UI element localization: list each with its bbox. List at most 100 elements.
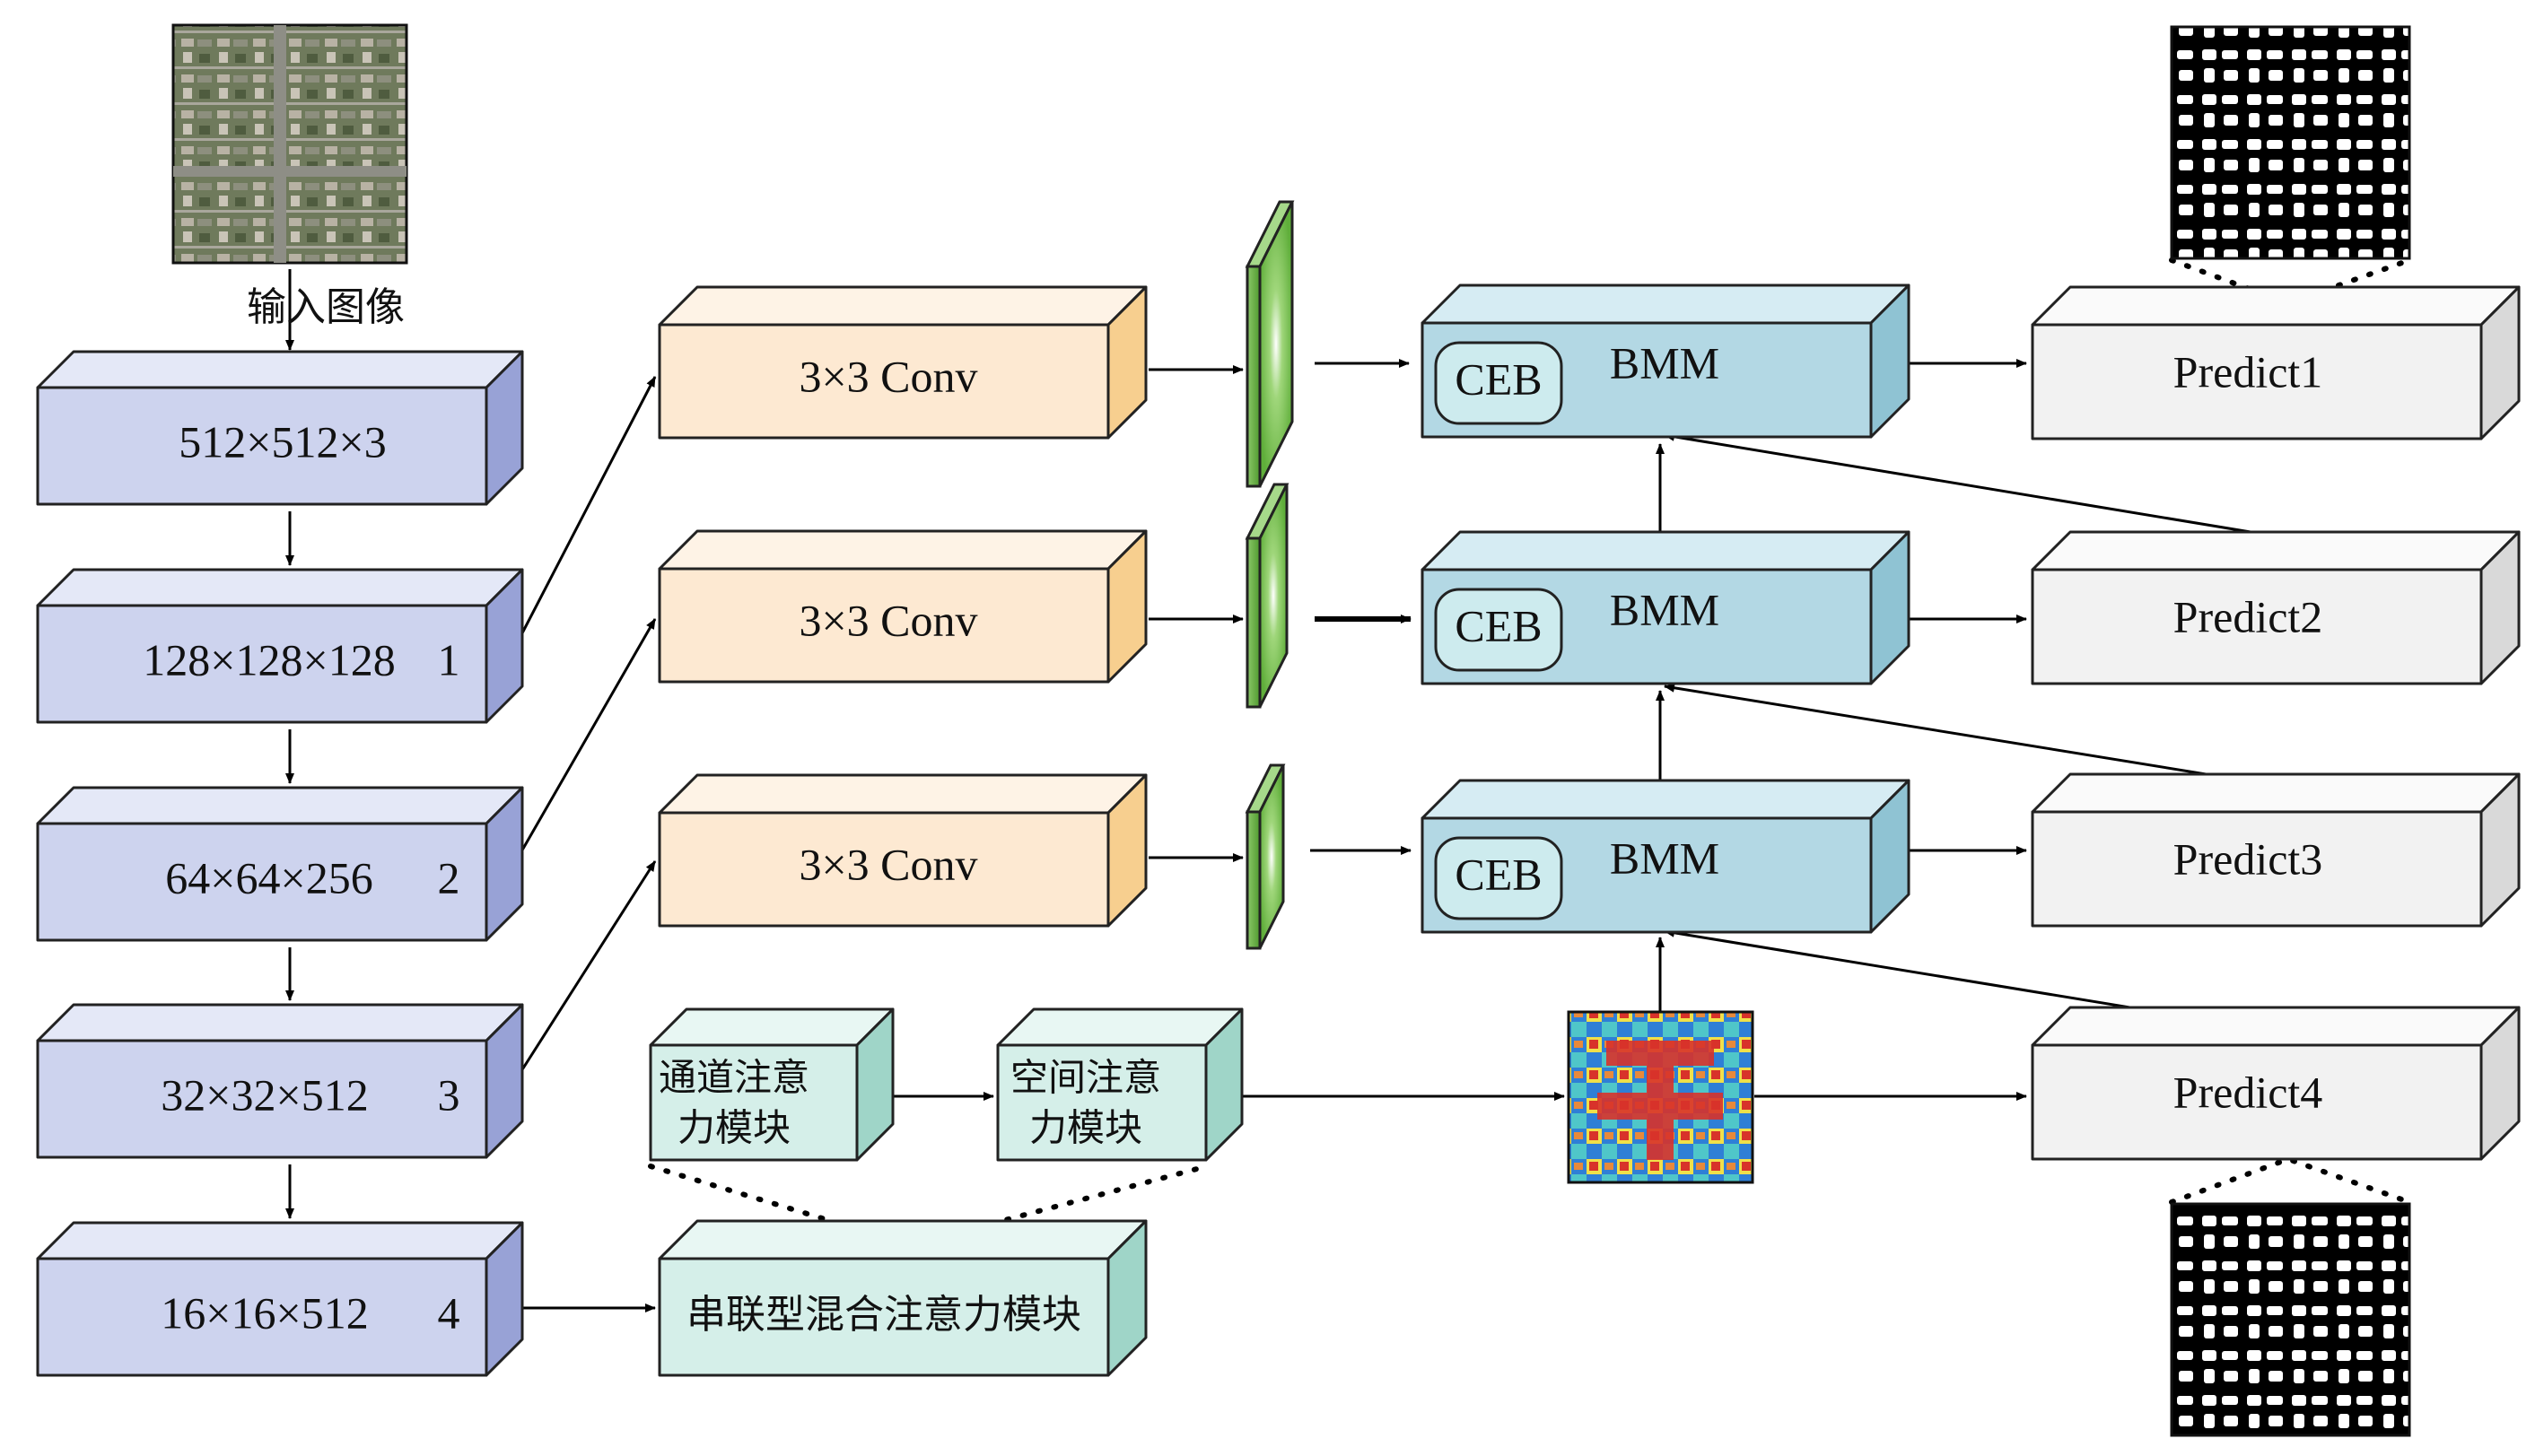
encoder-stage-0-top xyxy=(36,350,524,389)
predict-block-1-front xyxy=(2031,323,2483,440)
bmm-block-1-ceb-label: CEB xyxy=(1455,353,1542,404)
predict-block-1 xyxy=(2031,285,2521,440)
encoder-stage-0-front xyxy=(36,386,488,506)
input-image-road xyxy=(274,25,286,263)
encoder-stage-1-dims: 128×128×128 xyxy=(143,634,395,684)
bmm-block-2-label: BMM xyxy=(1610,584,1719,634)
conv-block-3-label: 3×3 Conv xyxy=(799,839,977,889)
predict-block-3 xyxy=(2031,772,2521,928)
hybrid-attention-label: 串联型混合注意力模块 xyxy=(686,1292,1081,1338)
conv-block-2-label: 3×3 Conv xyxy=(799,595,977,645)
feature-map-2 xyxy=(1245,483,1289,709)
arrow-predict2-to-bmm1 xyxy=(1664,432,2262,536)
conv-block-1-label: 3×3 Conv xyxy=(799,351,977,401)
bmm-block-1-label: BMM xyxy=(1610,337,1719,388)
arrow-stage2-to-conv2 xyxy=(511,618,657,867)
encoder-stage-3-index: 3 xyxy=(438,1069,460,1120)
channel-attention-line2: 力模块 xyxy=(678,1106,791,1150)
bmm-block-3-ceb-label: CEB xyxy=(1455,849,1542,899)
encoder-stage-4-index: 4 xyxy=(438,1287,460,1338)
feature-map-3-edge xyxy=(1246,810,1262,950)
encoder-stage-2 xyxy=(36,786,524,942)
bmm-block-3-ceb xyxy=(1434,836,1563,920)
encoder-stage-4 xyxy=(36,1221,524,1377)
encoder-stage-1-index: 1 xyxy=(438,634,460,684)
encoder-stage-1-front xyxy=(36,604,488,724)
conv-block-3-front xyxy=(658,811,1110,928)
channel-attention-block-front xyxy=(649,1043,859,1162)
predict-block-3-front xyxy=(2031,810,2483,928)
hybrid-attention-block-top xyxy=(658,1219,1148,1260)
bmm-block-1-top xyxy=(1421,283,1910,325)
conv-block-3 xyxy=(658,773,1148,928)
encoder-stage-2-index: 2 xyxy=(438,852,460,902)
conv-block-2-top xyxy=(658,529,1148,571)
predict-block-2-label: Predict2 xyxy=(2173,591,2323,641)
encoder-stage-3-dims: 32×32×512 xyxy=(161,1069,368,1120)
input-image-label: 输入图像 xyxy=(247,284,405,330)
predict-block-4-front xyxy=(2031,1043,2483,1161)
channel-attention-block xyxy=(649,1007,895,1162)
bmm-block-2-top xyxy=(1421,530,1910,571)
input-image-road-h xyxy=(173,166,407,177)
predict1-mask-connector xyxy=(2169,257,2412,307)
encoder-stage-4-top xyxy=(36,1221,524,1260)
arrow-stage3-to-conv3 xyxy=(511,860,657,1085)
bmm-block-1-ceb xyxy=(1434,341,1563,425)
spatial-attention-line2: 力模块 xyxy=(1029,1106,1142,1150)
predict-block-4-top xyxy=(2031,1006,2521,1047)
spatial-attention-block xyxy=(996,1007,1244,1162)
predict-block-3-top xyxy=(2031,772,2521,814)
spatial-attention-block-top xyxy=(996,1007,1244,1047)
feature-map-1 xyxy=(1245,200,1295,488)
hybrid-attention-block-front xyxy=(658,1257,1110,1377)
conv-block-1 xyxy=(658,285,1148,440)
arrow-predict3-to-bmm2 xyxy=(1664,683,2262,785)
encoder-stage-3 xyxy=(36,1003,524,1159)
encoder-stage-0 xyxy=(36,350,524,506)
predict-block-3-label: Predict3 xyxy=(2173,833,2323,884)
predict-block-1-label: Predict1 xyxy=(2173,346,2323,397)
arrow-stage1-to-conv1 xyxy=(511,376,657,651)
heatmap-hot-region xyxy=(1597,1041,1723,1160)
hybrid-attention-block xyxy=(658,1219,1148,1377)
encoder-stage-0-dims: 512×512×3 xyxy=(179,416,386,466)
encoder-stage-2-dims: 64×64×256 xyxy=(165,852,372,902)
encoder-stage-4-dims: 16×16×512 xyxy=(161,1287,368,1338)
spatial-attention-block-front xyxy=(996,1043,1208,1162)
conv-block-2 xyxy=(658,529,1148,684)
predict-block-4-label: Predict4 xyxy=(2173,1067,2323,1117)
predict-block-1-top xyxy=(2031,285,2521,327)
feature-map-2-edge xyxy=(1246,536,1262,709)
bmm-block-2-ceb-label: CEB xyxy=(1455,600,1542,650)
predict-block-4 xyxy=(2031,1006,2521,1161)
encoder-stage-2-front xyxy=(36,822,488,942)
spatial-attention-line1: 空间注意 xyxy=(1010,1056,1161,1100)
bmm-block-3-label: BMM xyxy=(1610,833,1719,883)
conv-block-2-front xyxy=(658,567,1110,684)
channel-attention-block-top xyxy=(649,1007,895,1047)
predict4-mask-connector xyxy=(2169,1155,2412,1205)
feature-map-1-edge xyxy=(1246,265,1262,488)
predict-block-2-front xyxy=(2031,568,2483,685)
encoder-stage-2-top xyxy=(36,786,524,825)
bmm-block-3-top xyxy=(1421,779,1910,820)
conv-block-1-top xyxy=(658,285,1148,327)
input-aerial-image xyxy=(171,23,408,265)
predict4-mask-image xyxy=(2170,1202,2411,1437)
conv-block-3-top xyxy=(658,773,1148,815)
encoder-stage-3-front xyxy=(36,1039,488,1159)
channel-attention-line1: 通道注意 xyxy=(659,1056,809,1100)
predict-block-2-top xyxy=(2031,530,2521,571)
conv-block-1-front xyxy=(658,323,1110,440)
encoder-stage-1-top xyxy=(36,568,524,607)
blocks: 输入图像 512×512×3 128×128×128 1 64×64×256 2 32×32… xyxy=(36,23,2521,1437)
encoder-stage-3-top xyxy=(36,1003,524,1042)
feature-map-3 xyxy=(1245,763,1286,950)
predict-block-2 xyxy=(2031,530,2521,685)
encoder-stage-4-front xyxy=(36,1257,488,1377)
connections xyxy=(285,257,2412,1312)
bmm-block-2-ceb xyxy=(1434,588,1563,672)
predict1-mask-image xyxy=(2170,25,2411,260)
